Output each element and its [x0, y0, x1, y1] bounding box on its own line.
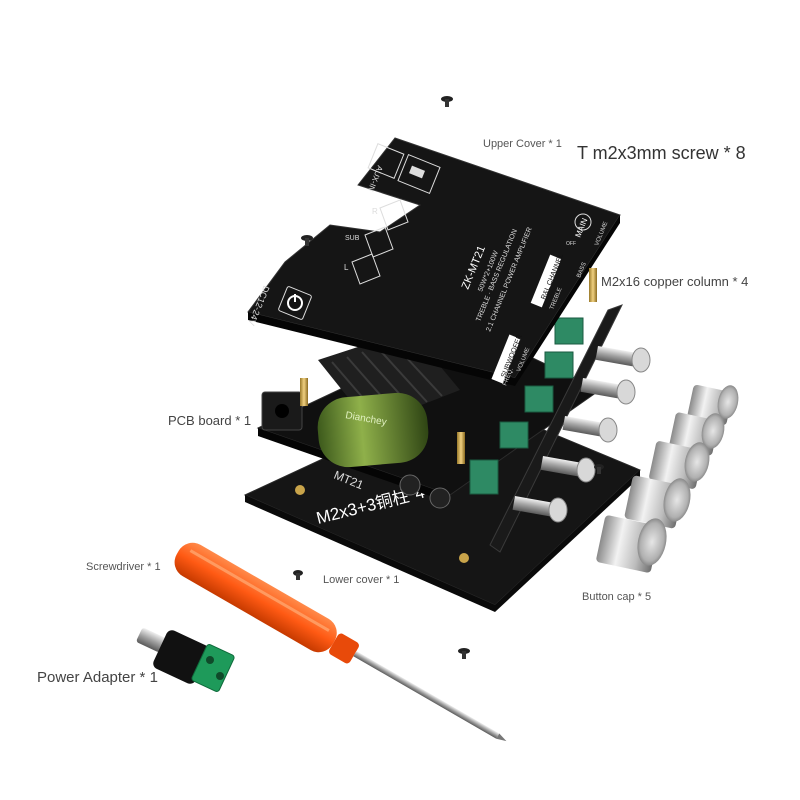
copper-column: [589, 268, 597, 302]
bass-label: BASS: [576, 262, 588, 279]
screw-label: T m2x3mm screw * 8: [577, 143, 746, 163]
screw-icon: [458, 648, 470, 659]
knob-cap: [649, 441, 710, 489]
brass-standoff: [457, 432, 465, 464]
lower-cover-label: Lower cover * 1: [323, 574, 400, 586]
knob-cap: [687, 384, 739, 426]
button-cap-label: Button cap * 5: [582, 591, 652, 603]
potentiometer-shafts: [512, 346, 651, 523]
off-label: OFF: [566, 241, 576, 247]
knob-cap: [669, 412, 725, 456]
power-adapter-label: Power Adapter * 1: [37, 669, 158, 686]
electrolytic-capacitor: Dianchey: [317, 392, 429, 468]
upper-cover-label: Upper Cover * 1: [483, 138, 562, 150]
small-capacitor: [429, 487, 451, 509]
brass-standoff: [300, 378, 308, 406]
speaker-terminals: [469, 317, 584, 495]
pcb-board-label: PCB board * 1: [168, 413, 252, 428]
upper-cover: AUX-IN R SUB L DC12-24V ZK-MT21 50W*2+10…: [246, 137, 621, 387]
knob-cap: [624, 475, 691, 529]
power-icon: [278, 286, 312, 320]
screw-icon: [441, 96, 453, 107]
screw-icon: [301, 235, 313, 246]
front-panel: [489, 304, 623, 553]
main-volume-dial-icon: [574, 213, 592, 231]
screwdriver: [174, 542, 507, 742]
screws: [293, 96, 604, 659]
left-channel-label: L: [344, 263, 349, 272]
right-channel-label: R: [372, 207, 378, 216]
screw-icon: [594, 464, 604, 474]
speaker-channel-markings: R SUB L: [344, 199, 409, 285]
power-adapter: [136, 628, 235, 692]
button-caps: [596, 384, 739, 573]
screw-icon: [293, 570, 303, 580]
knob-cap: [596, 515, 667, 573]
copper-column-label: M2x16 copper column * 4: [601, 274, 749, 289]
screwdriver-label: Screwdriver * 1: [86, 561, 161, 573]
subwoofer-out-label: SUB: [345, 235, 360, 242]
small-capacitor: [399, 474, 421, 496]
